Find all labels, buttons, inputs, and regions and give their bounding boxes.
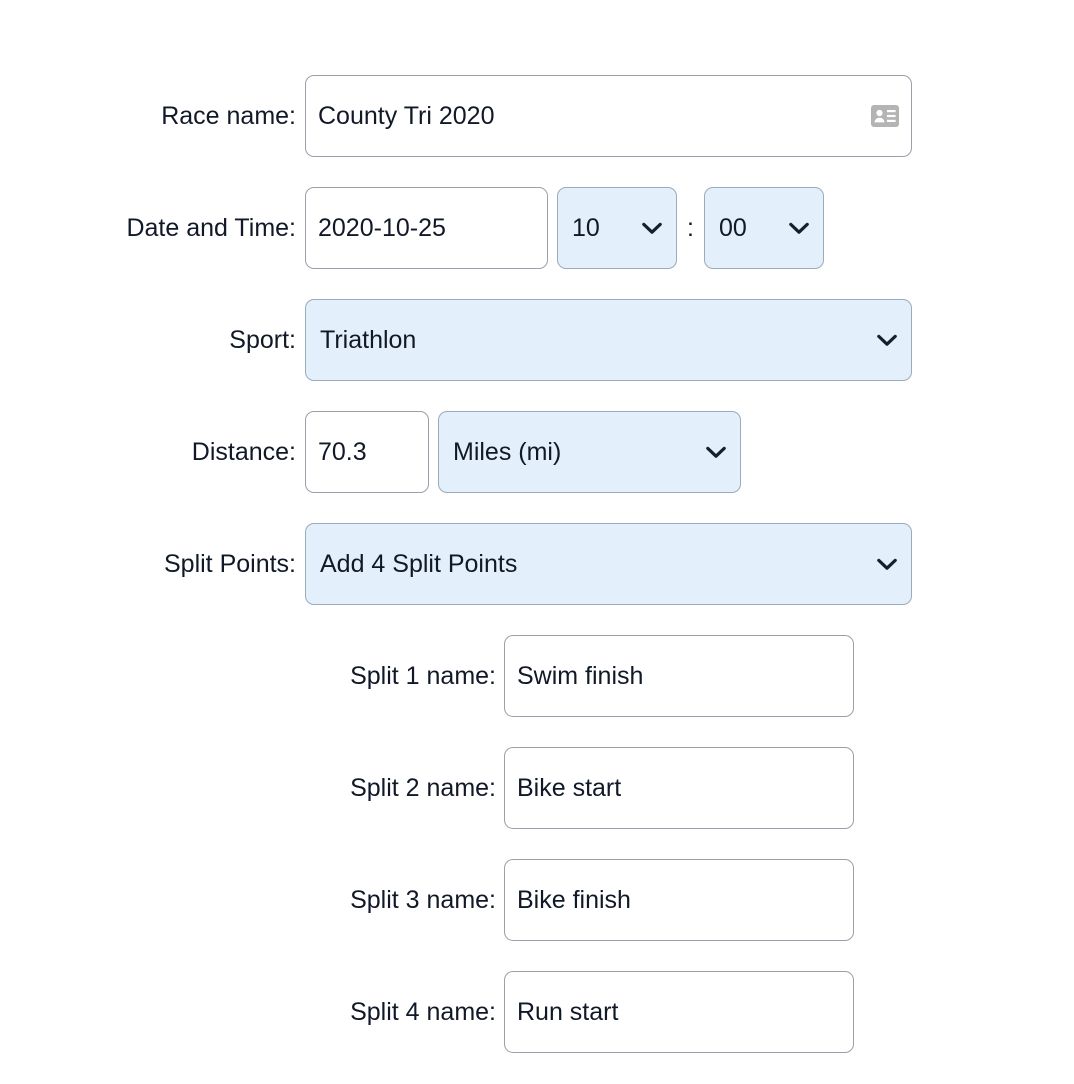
race-name-fields: County Tri 2020 [305, 75, 912, 157]
distance-unit-select[interactable]: Miles (mi) [438, 411, 741, 493]
date-value: 2020-10-25 [318, 213, 446, 242]
minute-select[interactable]: 00 [703, 187, 824, 269]
hour-value: 10 [572, 213, 600, 242]
sport-select[interactable]: Triathlon [305, 299, 912, 381]
distance-value: 70.3 [318, 437, 367, 466]
date-time-row: Date and Time: 2020-10-25 10 : 00 [0, 187, 1074, 269]
sport-label: Sport: [229, 326, 296, 354]
date-input[interactable]: 2020-10-25 [305, 187, 548, 269]
distance-unit-value: Miles (mi) [453, 437, 562, 466]
contact-card-icon[interactable] [871, 105, 899, 127]
chevron-down-icon [877, 334, 897, 347]
split-1-fields: Swim finish [504, 635, 854, 717]
split-4-value: Run start [517, 997, 619, 1026]
split-points-label: Split Points: [163, 550, 296, 578]
split-points-fields: Add 4 Split Points [305, 523, 912, 605]
split-1-value: Swim finish [517, 661, 644, 690]
race-name-input[interactable]: County Tri 2020 [305, 75, 912, 157]
hour-select[interactable]: 10 [557, 187, 677, 269]
distance-row: Distance: 70.3 Miles (mi) [0, 411, 1074, 493]
distance-fields: 70.3 Miles (mi) [305, 411, 741, 493]
split-3-input[interactable]: Bike finish [504, 859, 854, 941]
chevron-down-icon [642, 222, 662, 235]
chevron-down-icon [789, 222, 809, 235]
split-3-fields: Bike finish [504, 859, 854, 941]
split-2-input[interactable]: Bike start [504, 747, 854, 829]
split-points-row: Split Points: Add 4 Split Points [0, 523, 1074, 605]
race-name-value: County Tri 2020 [318, 101, 495, 130]
split-3-label: Split 3 name: [350, 886, 496, 914]
split-2-value: Bike start [517, 773, 622, 802]
date-time-fields: 2020-10-25 10 : 00 [305, 187, 824, 269]
split-2-fields: Bike start [504, 747, 854, 829]
split-row: Split 2 name: Bike start [0, 747, 1074, 829]
split-points-value: Add 4 Split Points [320, 549, 518, 578]
race-name-label: Race name: [161, 102, 296, 130]
split-row: Split 4 name: Run start [0, 971, 1074, 1053]
split-3-value: Bike finish [517, 885, 631, 914]
sport-value: Triathlon [320, 325, 417, 354]
split-row: Split 3 name: Bike finish [0, 859, 1074, 941]
distance-label: Distance: [191, 438, 296, 466]
sport-fields: Triathlon [305, 299, 912, 381]
chevron-down-icon [706, 446, 726, 459]
race-name-row: Race name: County Tri 2020 [0, 75, 1074, 157]
split-1-input[interactable]: Swim finish [504, 635, 854, 717]
sport-row: Sport: Triathlon [0, 299, 1074, 381]
time-separator: : [687, 214, 694, 242]
chevron-down-icon [877, 558, 897, 571]
split-4-fields: Run start [504, 971, 854, 1053]
split-4-input[interactable]: Run start [504, 971, 854, 1053]
split-4-label: Split 4 name: [350, 998, 496, 1026]
date-time-label: Date and Time: [126, 214, 296, 242]
distance-input[interactable]: 70.3 [305, 411, 429, 493]
split-row: Split 1 name: Swim finish [0, 635, 1074, 717]
split-2-label: Split 2 name: [350, 774, 496, 802]
split-1-label: Split 1 name: [350, 662, 496, 690]
minute-value: 00 [718, 213, 747, 242]
split-points-select[interactable]: Add 4 Split Points [305, 523, 912, 605]
